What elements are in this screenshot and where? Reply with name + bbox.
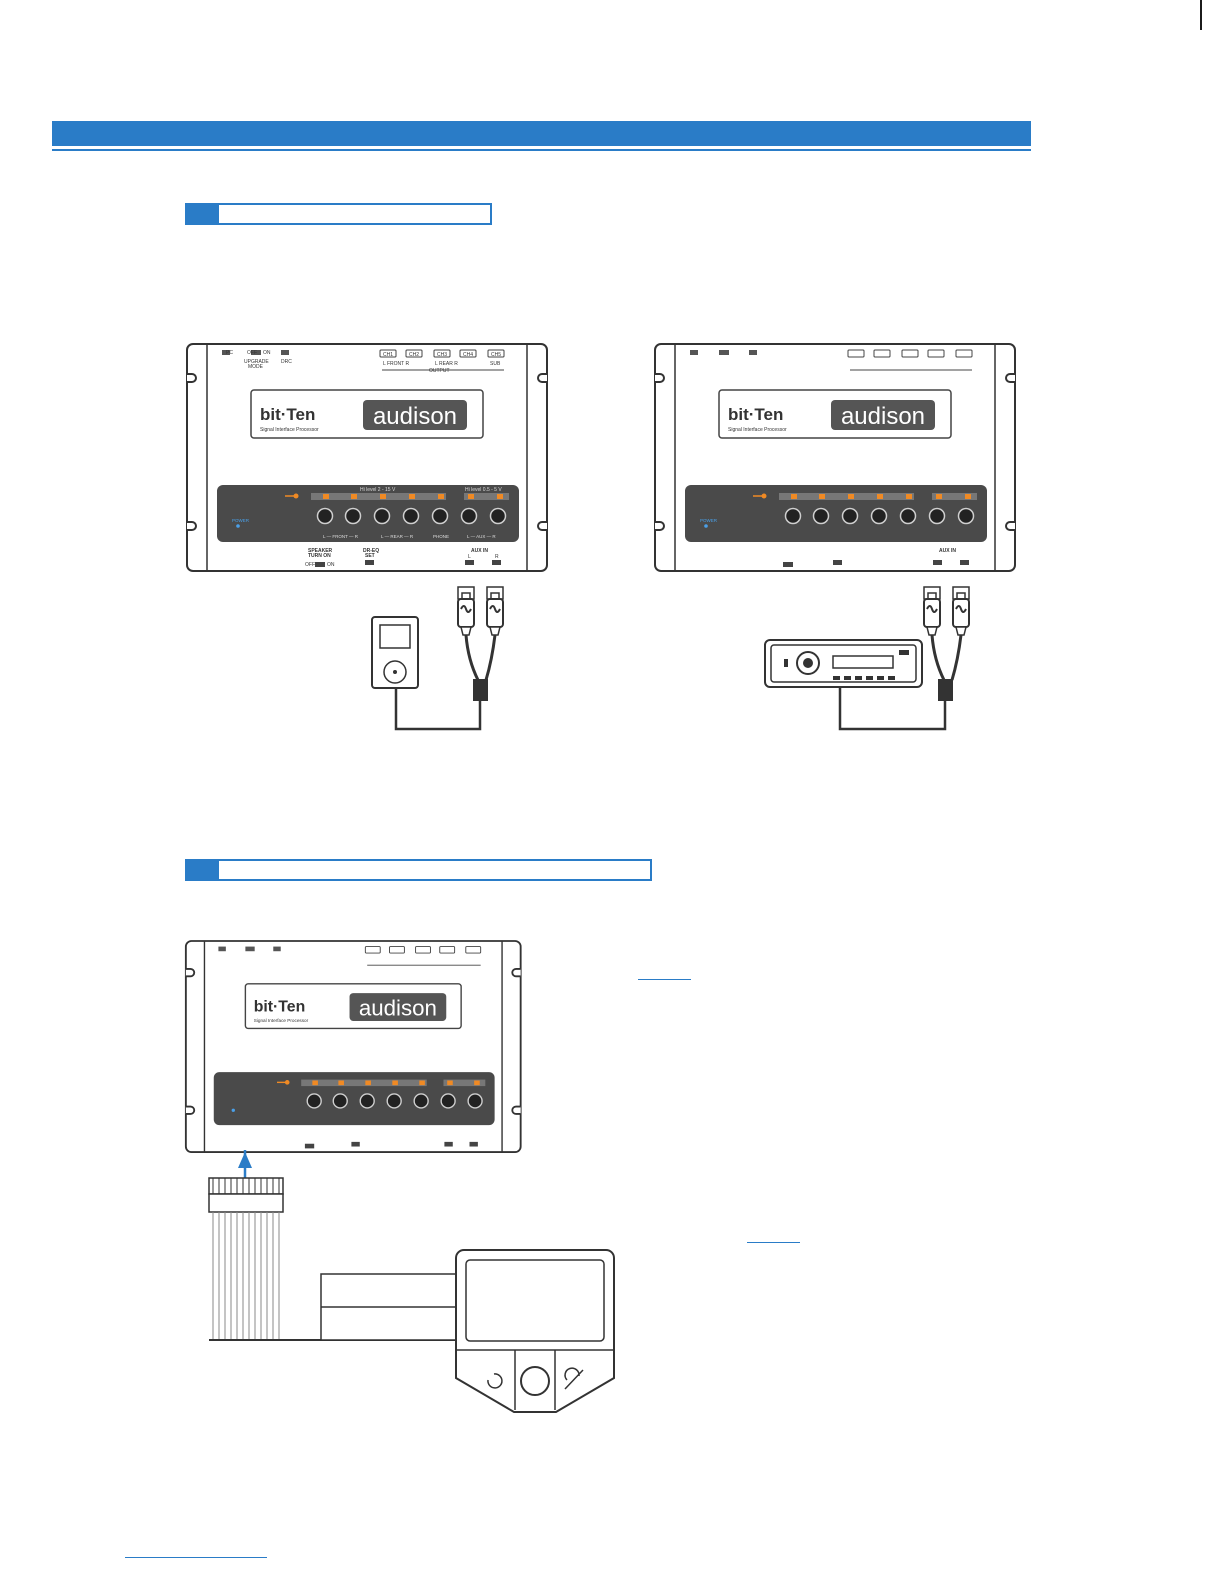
section-heading-2 xyxy=(185,859,652,881)
bitten-device-1: PC OFF ON UPGRADE MODE DRC CH1 CH2 CH3 C… xyxy=(186,343,548,572)
chapter-banner xyxy=(52,121,1031,146)
drc-label: DRC xyxy=(281,359,292,365)
mode-label: MODE xyxy=(248,364,264,370)
upgrade-label: UPGRADE xyxy=(244,359,269,365)
footer-link[interactable] xyxy=(125,1557,267,1558)
portable-player-icon xyxy=(371,616,419,689)
pc-label: PC xyxy=(226,350,233,356)
section-tab-2 xyxy=(185,859,219,881)
speaker-off-label: OFF xyxy=(305,562,315,568)
ch2-label: CH2 xyxy=(409,352,419,358)
turn-on-label: TURN ON xyxy=(308,553,331,559)
chapter-banner-underline xyxy=(52,149,1031,151)
power-label: POWER xyxy=(232,518,250,523)
wiring-harness xyxy=(208,1150,457,1341)
audison-logo: audison xyxy=(359,995,437,1020)
rear-group-label: L REAR R xyxy=(435,361,458,367)
aux-in-label: AUX IN xyxy=(471,548,488,554)
phone-knob-label: PHONE xyxy=(433,534,449,539)
speaker-on-label: ON xyxy=(327,562,335,568)
ch5-label: CH5 xyxy=(491,352,501,358)
aux-in-label: AUX IN xyxy=(939,548,956,554)
output-label: OUTPUT xyxy=(429,368,450,374)
inline-link-1[interactable] xyxy=(638,979,691,980)
bitten-device-2: bit·Ten Signal Interface Processor audis… xyxy=(654,343,1016,572)
section-tab-1 xyxy=(185,203,219,225)
brand-name: bit·Ten xyxy=(260,405,315,424)
brand-name: bit·Ten xyxy=(254,999,305,1016)
car-radio-icon xyxy=(764,639,923,688)
speaker-label: SPEAKER xyxy=(308,548,333,554)
power-label: POWER xyxy=(700,518,718,523)
audison-logo: audison xyxy=(373,403,457,430)
hi-level-label: Hi level 2 - 15 V xyxy=(360,487,396,493)
remote-controller-icon xyxy=(455,1249,615,1413)
audison-logo: audison xyxy=(841,403,925,430)
rca-cable-left xyxy=(394,586,504,731)
front-group-label: L FRONT R xyxy=(383,361,410,367)
section-heading-1 xyxy=(185,203,492,225)
brand-subtitle: Signal Interface Processor xyxy=(254,1018,309,1023)
sub-group-label: SUB xyxy=(490,361,501,367)
aux-knobs-label: L — AUX — R xyxy=(467,534,496,539)
aux-l-label: L xyxy=(468,554,471,560)
ch3-label: CH3 xyxy=(437,352,447,358)
dreq-label: DR-EQ xyxy=(363,548,379,554)
rca-cable-right xyxy=(838,586,970,731)
rear-knobs-label: L — REAR — R xyxy=(381,534,414,539)
on-label: ON xyxy=(263,350,271,356)
brand-subtitle: Signal Interface Processor xyxy=(728,427,787,433)
aux-r-label: R xyxy=(495,554,499,560)
lo-level-label: Hi level 0.5 - 5 V xyxy=(465,487,502,493)
off-label: OFF xyxy=(247,350,257,356)
ch1-label: CH1 xyxy=(383,352,393,358)
ch4-label: CH4 xyxy=(463,352,473,358)
front-knobs-label: L — FRONT — R xyxy=(323,534,359,539)
bitten-device-3: bit·Ten Signal Interface Processor audis… xyxy=(184,940,522,1154)
page-edge-rule xyxy=(1200,0,1202,30)
brand-name: bit·Ten xyxy=(728,405,783,424)
brand-subtitle: Signal Interface Processor xyxy=(260,427,319,433)
inline-link-2[interactable] xyxy=(747,1242,800,1243)
set-label: SET xyxy=(365,553,375,559)
